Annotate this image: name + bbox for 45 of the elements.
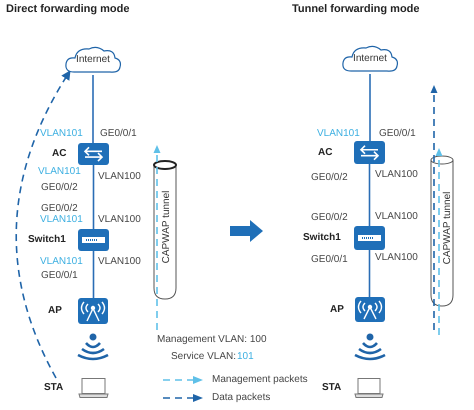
port-label: GE0/0/1 (41, 270, 78, 282)
port-label: VLAN101 (317, 128, 360, 140)
link-line (369, 74, 371, 141)
panel-heading: Direct forwarding mode (6, 3, 130, 15)
port-label: VLAN101 (38, 166, 81, 178)
link-line (92, 165, 94, 229)
link-line (92, 75, 94, 143)
tunnel-label: CAPWAP tunnel (161, 190, 173, 264)
note-text: Management VLAN: 100 (157, 334, 267, 346)
port-label: GE0/0/2 (311, 172, 348, 184)
note-text: 101 (237, 351, 254, 363)
port-label: GE0/0/2 (41, 203, 78, 215)
port-label: GE0/0/2 (41, 182, 78, 194)
port-label: VLAN100 (98, 171, 141, 183)
device-label: AC (52, 148, 66, 160)
port-label: VLAN100 (98, 214, 141, 226)
port-label: VLAN100 (375, 211, 418, 223)
device-label: Switch1 (28, 234, 66, 246)
legend-label: Management packets (212, 374, 308, 386)
dashed-arrow (16, 70, 71, 378)
port-label: GE0/0/1 (311, 254, 348, 266)
port-label: VLAN100 (375, 169, 418, 181)
link-line (368, 164, 370, 226)
node-label: Internet (76, 54, 110, 66)
port-label: VLAN100 (375, 252, 418, 264)
port-label: VLAN101 (40, 214, 83, 226)
device-label: STA (44, 382, 64, 394)
port-label: GE0/0/2 (311, 212, 348, 224)
device-label: STA (322, 382, 342, 394)
device-label: AP (330, 304, 344, 316)
link-line (92, 251, 94, 298)
note-text: Service VLAN: (171, 351, 236, 363)
port-label: VLAN101 (40, 256, 83, 268)
port-label: VLAN101 (40, 128, 83, 140)
device-label: Switch1 (303, 232, 341, 244)
legend-label: Data packets (212, 392, 270, 404)
port-label: GE0/0/1 (100, 128, 137, 140)
panel-heading: Tunnel forwarding mode (292, 3, 420, 15)
link-line (368, 250, 370, 297)
device-label: AP (48, 305, 62, 317)
node-label: Internet (353, 53, 387, 65)
device-label: AC (318, 146, 332, 158)
tunnel-label: CAPWAP tunnel (442, 192, 454, 264)
port-label: GE0/0/1 (379, 128, 416, 140)
port-label: VLAN100 (98, 256, 141, 268)
